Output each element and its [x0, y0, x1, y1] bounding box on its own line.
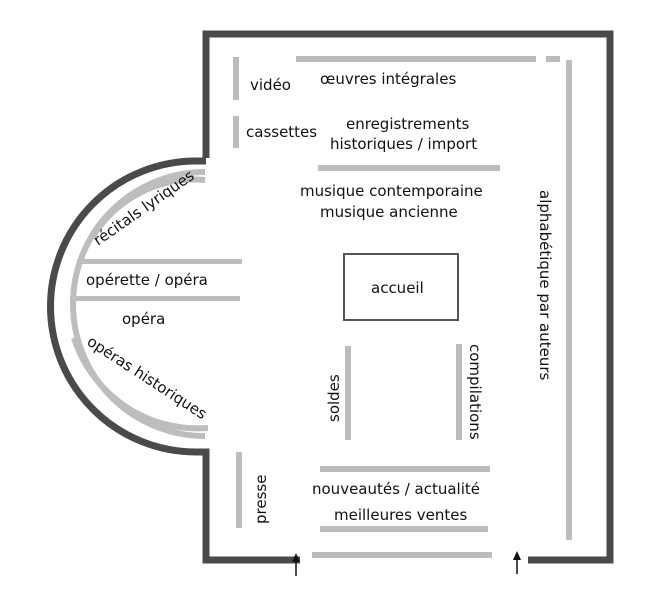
label-musique-contemporaine: musique contemporaine — [300, 182, 483, 200]
label-operas-historiques: opéras historiques — [84, 332, 210, 423]
shelf-nouveautes-top — [320, 466, 490, 472]
entrance-arrow-right-icon — [513, 551, 521, 574]
outer-wall — [47, 30, 614, 564]
label-oeuvres-integrales: œuvres intégrales — [320, 70, 456, 88]
shelf-operette-top — [78, 259, 242, 264]
shelf-presse — [236, 452, 242, 528]
label-compilations: compilations — [466, 344, 484, 440]
shelf-upper-middle — [318, 165, 500, 171]
label-video: vidéo — [250, 76, 291, 94]
label-presse: presse — [252, 475, 270, 524]
label-enregistrements: enregistrements — [346, 115, 469, 133]
shelf-compilations — [456, 344, 462, 440]
label-opera: opéra — [122, 310, 165, 328]
shelf-entrance — [312, 552, 492, 558]
label-alphabetique-par-auteurs: alphabétique par auteurs — [536, 190, 554, 381]
shelf-top-right-short — [546, 56, 560, 62]
shelf-meilleures-ventes-bottom — [320, 526, 488, 532]
shelf-right-vertical — [566, 60, 572, 540]
shelf-operette-bottom — [72, 296, 240, 301]
shelf-top-long — [296, 56, 536, 62]
label-meilleures-ventes: meilleures ventes — [334, 506, 467, 524]
label-operette-opera: opérette / opéra — [86, 271, 208, 289]
semicircle-inner-shelf — [70, 169, 206, 439]
shelf-recitals-arc — [89, 176, 206, 240]
shelf-soldes — [345, 346, 351, 440]
label-nouveautes-actualite: nouveautés / actualité — [312, 480, 480, 498]
shelf-operas-historiques-arc — [71, 337, 209, 432]
label-accueil: accueil — [371, 279, 424, 297]
label-historiques-import: historiques / import — [330, 135, 477, 153]
entrance-arrow-left-icon — [292, 553, 300, 576]
label-recitals-lyriques: récitals lyriques — [90, 166, 198, 249]
accueil-desk — [343, 253, 459, 321]
label-cassettes: cassettes — [246, 123, 317, 141]
label-soldes: soldes — [325, 374, 343, 422]
label-musique-ancienne: musique ancienne — [320, 203, 458, 221]
